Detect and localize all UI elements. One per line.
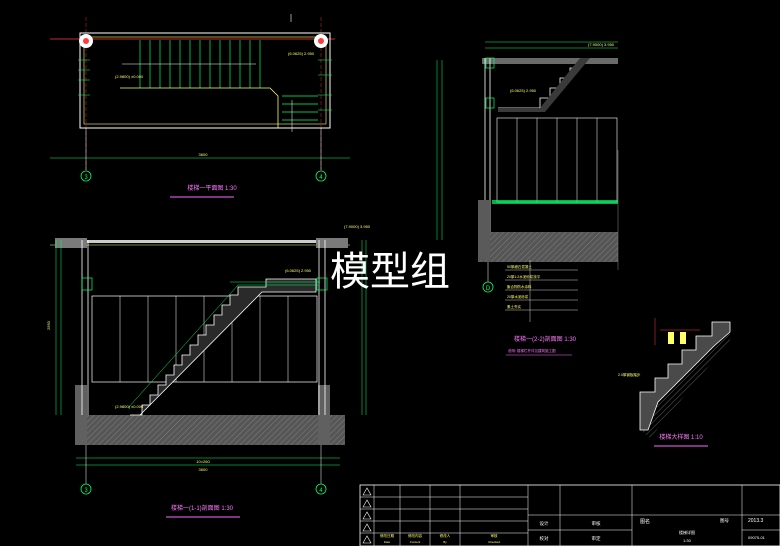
section-axis-left-label: 3	[84, 488, 88, 494]
title-block-drawing-number-label: 图号	[720, 518, 729, 524]
layer-callout-5: 素土夯实	[507, 304, 521, 309]
section-1-1-title: 楼梯一(1-1)剖面图 1:30	[171, 504, 234, 512]
title-block-sheet-number: 09075-01	[748, 535, 766, 540]
section-2-2-title: 楼梯一(2-2)剖面图 1:30	[514, 335, 577, 343]
title-block-col-sub-2: Content	[410, 540, 421, 544]
watermark-text: 模型组	[330, 249, 450, 295]
stair-plan-view: 3 4 3600 (2.9800) ±0.000 (6.0625) 2.950 …	[50, 14, 350, 198]
section-2-2-axis-label: D	[486, 286, 491, 292]
plan-view-title: 楼梯一平面图 1:30	[187, 184, 237, 192]
layer-callout-2: 20厚1:2水泥砂浆找平	[507, 274, 541, 279]
plan-elevation-lower: (2.9800) ±0.000	[115, 74, 144, 79]
plan-axis-right-label: 4	[319, 175, 323, 181]
title-block-sign-authorize: 审定	[592, 535, 601, 542]
title-block-drawing-name: 楼梯详图	[679, 529, 695, 535]
section-2-2-elevation-mid: (6.0625) 2.950	[510, 88, 537, 93]
stair-section-1-1: 2950 10×260 3600 3 4 (7.9000) 3.950 (6.0…	[46, 224, 371, 518]
section-axis-right-label: 4	[319, 488, 323, 494]
title-block-sign-check: 校对	[540, 535, 549, 542]
stair-section-2-2: D 50厚细石混凝土 20厚1:2水泥砂浆找平 聚合物防水涂料 20厚水泥砂浆 …	[436, 41, 619, 356]
detail-label: 2.0厚钢板踏步	[618, 372, 641, 377]
title-block-sign-approve: 审核	[592, 520, 601, 527]
plan-elevation-upper: (6.0625) 2.950	[288, 51, 315, 56]
title-block-date: 2013.3	[748, 518, 764, 524]
title-block-col-header-4: 审核	[491, 533, 499, 538]
section-elevation-mid: (6.0625) 2.950	[285, 268, 312, 273]
title-block-col-sub-3: By	[443, 540, 447, 544]
title-block-col-sub-1: Date	[384, 540, 391, 544]
section-run-dimension: 10×260	[196, 459, 210, 464]
layer-callout-3: 聚合物防水涂料	[507, 284, 532, 289]
title-block-scale: 1:30	[683, 538, 692, 543]
section-elevation-top: (7.9000) 3.950	[344, 224, 371, 229]
section-2-2-note: 说明: 楼梯栏杆详见建筑施工图	[508, 348, 556, 353]
plan-axis-left-label: 3	[84, 175, 88, 181]
section-height-dimension: 2950	[46, 320, 51, 330]
section-total-dimension: 3600	[199, 467, 209, 472]
layer-callout-4: 20厚水泥砂浆	[507, 294, 529, 299]
layer-callout-1: 50厚细石混凝土	[507, 264, 532, 269]
title-block-col-header-3: 修改人	[440, 533, 451, 538]
section-elevation-low: (2.9800) ±0.000	[115, 404, 144, 409]
stair-detail-view: 2.0厚钢板踏步 楼梯大样图 1:10	[618, 318, 731, 447]
title-block-project-label: 图名	[640, 518, 650, 525]
title-block-col-header-1: 修改日期	[380, 533, 394, 538]
title-block-col-sub-4: Checked	[488, 540, 500, 544]
title-block-col-header-2: 修改内容	[408, 533, 422, 538]
plan-dimension-total: 3600	[199, 152, 209, 157]
title-block: 修改日期 修改内容 修改人 审核 Date Content By Checked…	[359, 484, 780, 546]
title-block-sign-design: 设计	[540, 520, 549, 527]
detail-title: 楼梯大样图 1:10	[659, 433, 703, 441]
section-2-2-elevation-top: (7.9000) 3.950	[588, 42, 615, 47]
